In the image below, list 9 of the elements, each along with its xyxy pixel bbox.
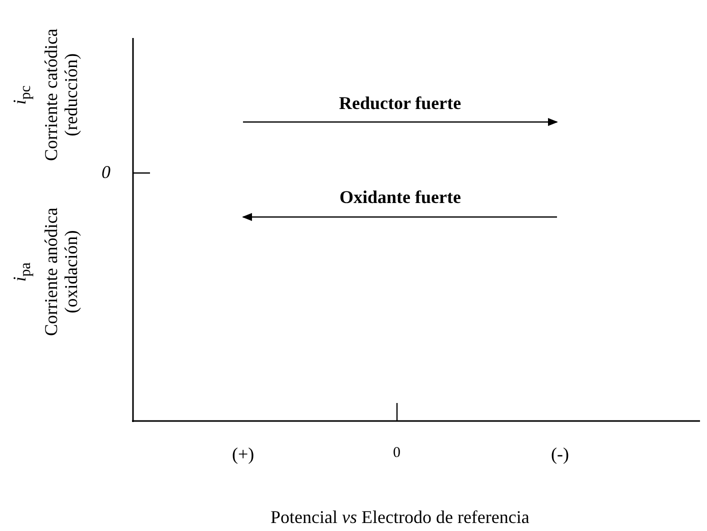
axis-label: Corriente catódica (reducción) [42, 28, 82, 164]
tick-label: (-) [551, 445, 569, 465]
axis-label: Corriente anódica (oxidación) [42, 206, 82, 338]
arrow-label: Oxidante fuerte [340, 188, 461, 208]
arrow-label: Reductor fuerte [339, 94, 462, 114]
tick-label: 0 [393, 444, 400, 461]
tick-label: 0 [102, 163, 110, 183]
axis-title: Potencial vs Electrodo de referencia [270, 508, 530, 528]
tick-label: (+) [232, 445, 254, 465]
